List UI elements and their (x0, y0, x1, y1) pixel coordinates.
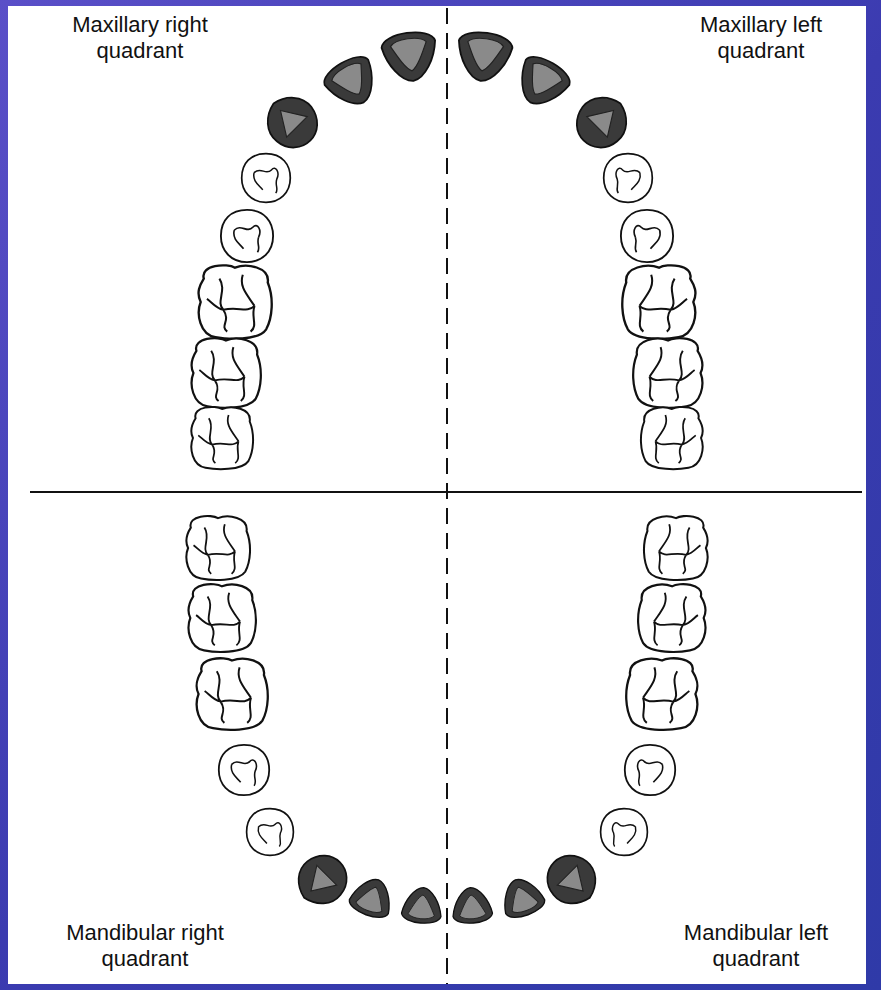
maxillary-right-teeth (191, 29, 440, 469)
white-panel (8, 6, 866, 984)
quadrant-label: Mandibular right quadrant (35, 920, 255, 972)
quadrant-label: Mandibular left quadrant (646, 920, 866, 972)
midline-dashed (446, 8, 448, 984)
quadrant-label: Maxillary left quadrant (656, 12, 866, 64)
quadrant-label: Maxillary right quadrant (35, 12, 245, 64)
mandibular-right-teeth (186, 516, 443, 925)
maxillary-left-teeth (454, 29, 703, 469)
mandibular-left-teeth (451, 516, 708, 925)
